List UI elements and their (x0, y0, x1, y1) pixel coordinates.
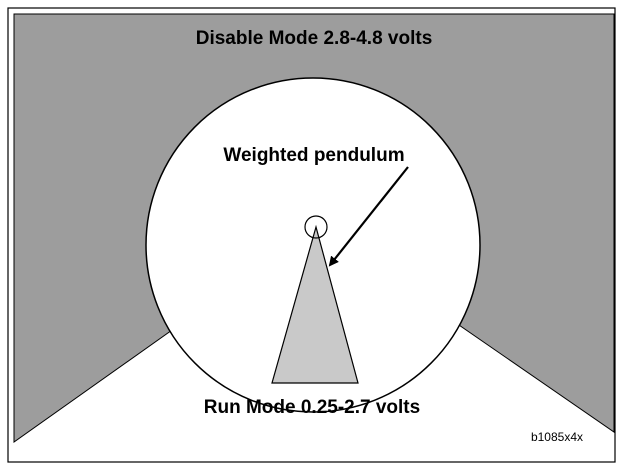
pendulum-cone (271, 224, 359, 384)
pendulum-arrow (328, 166, 409, 267)
figure-id-label: b1085x4x (531, 430, 583, 444)
disable-mode-label: Disable Mode 2.8-4.8 volts (196, 28, 433, 49)
weighted-pendulum-label: Weighted pendulum (223, 145, 404, 166)
run-mode-label: Run Mode 0.25-2.7 volts (204, 397, 420, 418)
pendulum-pivot (304, 215, 328, 239)
